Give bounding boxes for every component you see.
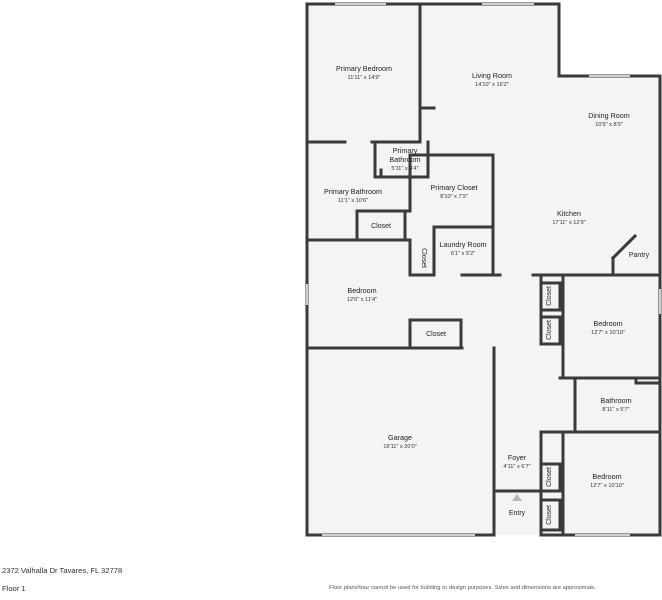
closet-label-primary-bathroom: Closet [371,223,391,230]
room-name-primary-bathroom-small-2: Bathroom [389,155,420,164]
closet-label-vertical-1: Closet [546,286,553,306]
room-dim-bathroom: 8'11" x 5'7" [602,407,629,413]
room-name-kitchen: Kitchen [557,209,581,218]
room-name-bedroom-left: Bedroom [347,286,376,295]
room-name-garage: Garage [388,433,412,442]
room-dim-bedroom-left: 12'6" x 11'4" [347,297,377,303]
floor-area [307,4,660,535]
entry-arrow-icon [512,494,522,501]
room-dim-living-room: 14'10" x 16'2" [475,82,509,88]
room-dim-dining-room: 10'9" x 8'3" [595,122,623,128]
room-name-foyer: Foyer [508,453,527,462]
closet-label-vertical-2: Closet [546,320,553,340]
room-dim-kitchen: 17'11" x 12'9" [552,220,585,226]
room-name-primary-bathroom: Primary Bathroom [324,187,382,196]
room-name-primary-bedroom: Primary Bedroom [336,64,392,73]
closet-label-vertical-3: Closet [546,467,553,487]
closet-label-bedroom-left: Closet [426,331,446,338]
room-dim-bedroom-right-upper: 12'7" x 10'10" [591,330,625,336]
room-name-primary-bathroom-small-1: Primary [393,146,418,155]
room-dim-bedroom-right-lower: 12'7" x 10'10" [590,483,624,489]
entry-label: Entry [509,510,526,517]
room-name-bedroom-right-upper: Bedroom [593,319,622,328]
room-name-bathroom: Bathroom [600,396,631,405]
room-name-laundry-room: Laundry Room [439,240,486,249]
room-dim-laundry-room: 6'1" x 5'2" [451,251,475,257]
room-dim-garage: 19'11" x 20'0" [383,444,416,450]
room-dim-primary-bathroom-small: 5'11" x 3'4" [391,166,418,172]
room-dim-primary-closet: 8'10" x 7'3" [440,194,468,200]
windows [306,3,661,536]
property-address: 2372 Valhalla Dr Tavares, FL 32778 [2,566,123,575]
room-name-dining-room: Dining Room [588,111,630,120]
disclaimer: Floor plans/tour cannot be used for buil… [329,585,597,591]
pantry-label: Pantry [629,252,650,259]
room-labels: Primary Bedroom 11'11" x 14'9" Living Ro… [324,64,650,525]
room-dim-foyer: 4'11" x 6'7" [503,464,530,470]
room-name-living-room: Living Room [472,71,512,80]
room-dim-primary-bedroom: 11'11" x 14'9" [348,75,381,81]
closet-label-vertical-laundry: Closet [420,248,427,268]
room-name-bedroom-right-lower: Bedroom [592,472,621,481]
closet-label-vertical-4: Closet [546,505,553,525]
room-dim-primary-bathroom: 11'1" x 10'6" [338,198,368,204]
floor-label: Floor 1 [2,584,26,593]
room-name-primary-closet: Primary Closet [430,183,477,192]
